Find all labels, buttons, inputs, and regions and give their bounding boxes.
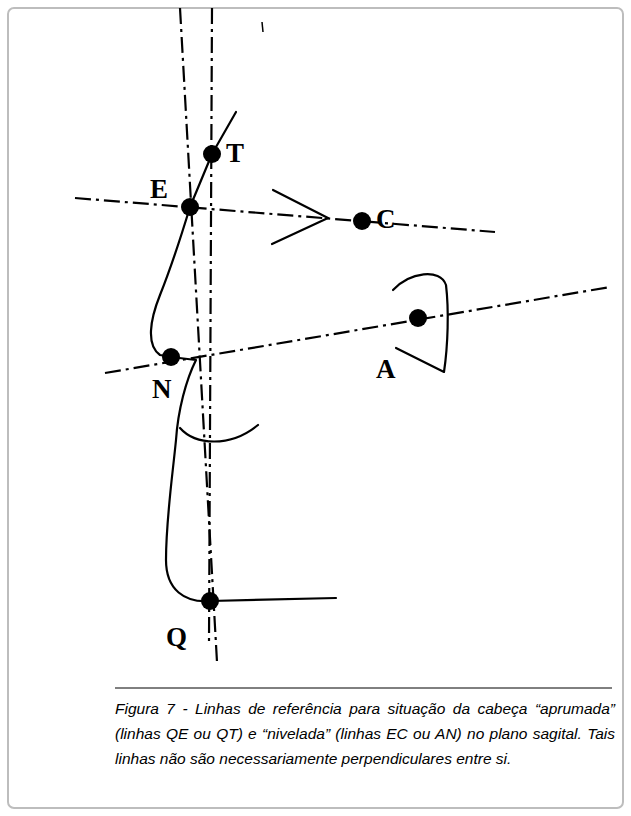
- reference-line-qt: [209, 8, 212, 642]
- point-label: E: [150, 176, 168, 203]
- tick-mark: [262, 22, 263, 32]
- figure-frame: [8, 8, 623, 808]
- point-dot: [201, 592, 219, 610]
- reference-line-an: [105, 287, 610, 373]
- point-dot: [353, 212, 371, 230]
- point-dot: [203, 145, 221, 163]
- point-dot: [409, 309, 427, 327]
- mouth-line: [180, 425, 258, 442]
- ear-outline: [393, 274, 448, 372]
- reference-line-ec: [75, 198, 495, 232]
- point-label: A: [376, 356, 396, 383]
- point-label: C: [376, 206, 396, 233]
- caption-rule: [115, 688, 612, 689]
- point-dot: [162, 348, 180, 366]
- point-label: Q: [166, 624, 187, 651]
- point-label: N: [152, 376, 172, 403]
- point-label: T: [226, 140, 244, 167]
- figure-caption: Figura 7 - Linhas de referência para sit…: [115, 696, 615, 771]
- face-profile: [151, 112, 336, 601]
- eye-symbol: [272, 190, 328, 244]
- reference-line-qe: [180, 8, 217, 662]
- point-dot: [181, 198, 199, 216]
